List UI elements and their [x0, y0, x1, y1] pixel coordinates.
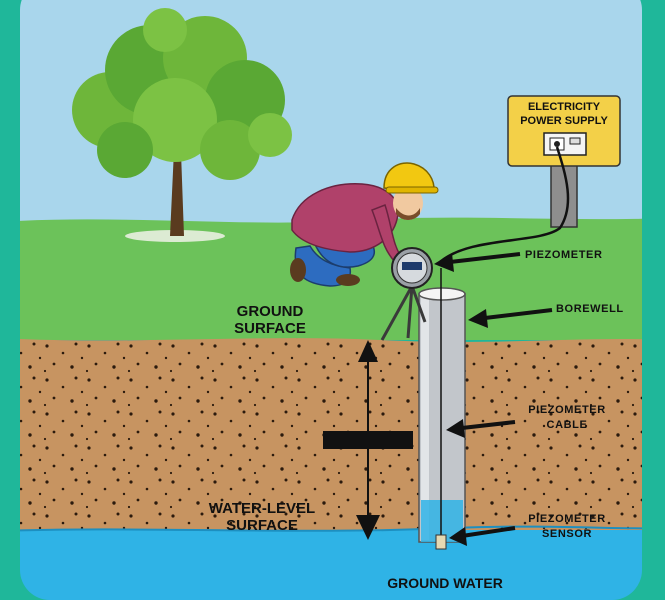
cable-label-line1: PIEZOMETER	[528, 404, 606, 416]
worker-icon	[290, 162, 439, 287]
ground-water-layer	[20, 530, 642, 600]
ground-water-label: GROUND WATER	[387, 575, 503, 591]
sensor-label-line1: PIEZOMETER	[528, 513, 606, 525]
power-sign-line2: POWER SUPPLY	[520, 115, 608, 127]
cable-label-line2: CABLE	[547, 419, 588, 431]
borewell-label: BOREWELL	[556, 303, 624, 315]
power-sign	[507, 95, 621, 167]
water-level-arrow	[323, 340, 413, 540]
ground-surface-label-line1: GROUND	[237, 303, 304, 320]
piezometer-label: PIEZOMETER	[525, 249, 603, 261]
power-sign-line1: ELECTRICITY	[528, 101, 601, 113]
piezometer-device-icon	[380, 247, 433, 341]
borewell	[418, 287, 466, 543]
ground-surface-label-line2: SURFACE	[234, 320, 306, 337]
pointer-arrows	[434, 252, 553, 546]
sensor-label-line2: SENSOR	[542, 528, 592, 540]
power-outlet-icon	[543, 132, 587, 156]
water-level-label-line1: WATER-LEVEL	[209, 500, 315, 517]
hard-hat-icon	[383, 162, 439, 194]
power-supply: ELECTRICITY POWER SUPPLY	[439, 95, 621, 263]
piezometer-sensor	[435, 534, 447, 550]
tree-icon	[72, 8, 292, 242]
water-level-label-line2: SURFACE	[226, 517, 298, 534]
